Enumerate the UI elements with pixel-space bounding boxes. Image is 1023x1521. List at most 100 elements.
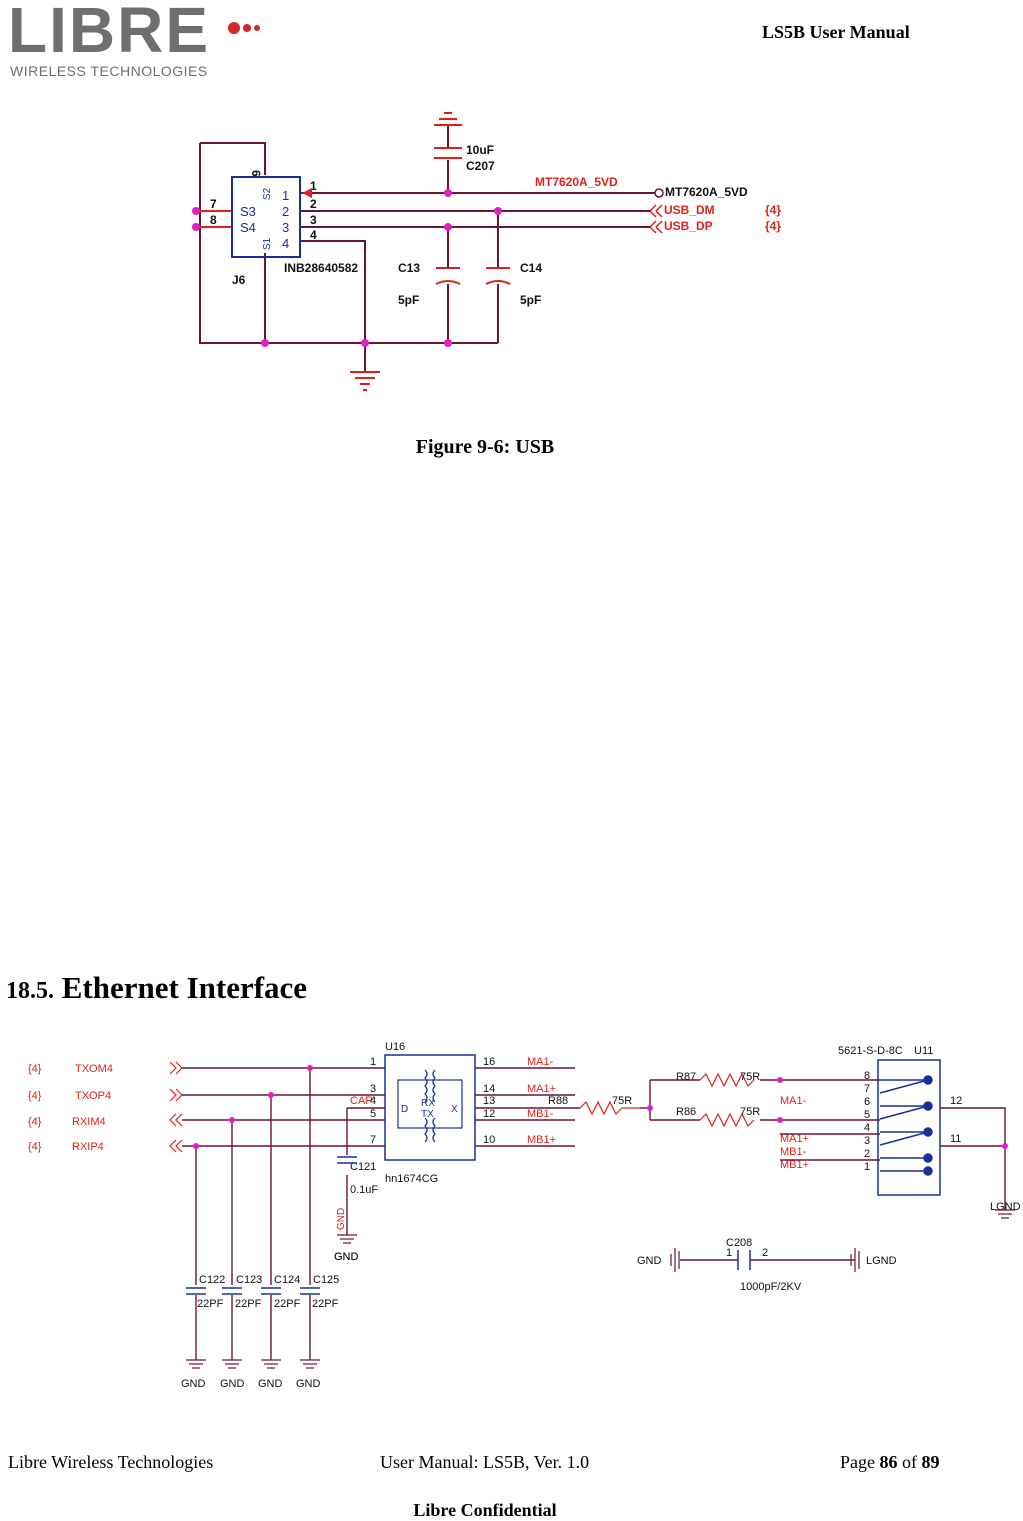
- c125-ref: C125: [313, 1274, 339, 1286]
- footer-page-of: of: [897, 1452, 922, 1472]
- u11-pin-7: 7: [864, 1083, 870, 1095]
- u11-pin-12: 12: [950, 1095, 962, 1107]
- ethernet-schematic: {4} {4} {4} {4} TXOM4 TXOP4 RXIM4 RXIP4: [0, 1030, 1023, 1400]
- footer-document: User Manual: LS5B, Ver. 1.0: [380, 1452, 590, 1472]
- gnd-c125: GND: [296, 1378, 321, 1390]
- cap-net-label: CAP: [350, 1095, 373, 1107]
- footer-page: Page 86 of 89: [840, 1452, 940, 1473]
- wire-pin-1: 1: [310, 179, 317, 193]
- shield-label-s2: S2: [262, 187, 273, 200]
- sheet-ref-2: {4}: [28, 1090, 42, 1102]
- u11-pin-8: 8: [864, 1070, 870, 1082]
- c13-ref: C13: [398, 261, 420, 275]
- u11-lgnd-label: LGND: [990, 1201, 1021, 1213]
- connector-pin-1: 1: [282, 188, 289, 203]
- c14-value: 5pF: [520, 293, 541, 307]
- net-rxip4: RXIP4: [72, 1141, 104, 1153]
- footer-company: Libre Wireless Technologies: [8, 1452, 214, 1472]
- xfmr-tx: TX: [421, 1109, 434, 1120]
- c122-ref: C122: [199, 1274, 225, 1286]
- u16-pin-13: 13: [483, 1095, 495, 1107]
- shield-label-s3: S3: [240, 204, 256, 219]
- u16-pin-3: 3: [370, 1083, 376, 1095]
- u16-pin-10: 10: [483, 1134, 495, 1146]
- r86-ref: R86: [676, 1106, 696, 1118]
- u11-ref: U11: [914, 1045, 933, 1057]
- c121-gnd-label: GND: [334, 1251, 359, 1263]
- c121-gnd-side: GND: [334, 1251, 359, 1263]
- u16-part: hn1674CG: [385, 1173, 438, 1185]
- c208-lgnd-label: LGND: [866, 1255, 897, 1267]
- u16-net-mb1-minus: MB1-: [527, 1108, 554, 1120]
- u11-net-mb1-minus: MB1-: [780, 1146, 807, 1158]
- c122-value: 22PF: [197, 1298, 224, 1310]
- section-title: Ethernet Interface: [61, 970, 308, 1005]
- u11-net-ma1-minus: MA1-: [780, 1095, 807, 1107]
- c123-value: 22PF: [235, 1298, 262, 1310]
- net-txom4: TXOM4: [75, 1063, 113, 1075]
- u16-pin-16: 16: [483, 1056, 495, 1068]
- connector-pin-2: 2: [282, 204, 289, 219]
- document-title: LS5B User Manual: [762, 22, 910, 42]
- c124-value: 22PF: [274, 1298, 301, 1310]
- c207-value: 10uF: [466, 143, 494, 157]
- u11-pin-2: 2: [864, 1148, 870, 1160]
- c208-pin-2: 2: [762, 1247, 768, 1259]
- c121-ref: C121: [350, 1161, 376, 1173]
- c125-value: 22PF: [312, 1298, 339, 1310]
- u11-net-mb1-plus: MB1+: [780, 1159, 809, 1171]
- gnd-c123: GND: [220, 1378, 245, 1390]
- r87-value: 75R: [740, 1071, 760, 1083]
- net-label-usb-dp: USB_DP: [664, 219, 713, 233]
- u16-body: [384, 1054, 476, 1161]
- u16-pin-14: 14: [483, 1083, 495, 1095]
- u11-pin-1: 1: [864, 1161, 870, 1173]
- xfmr-d: D: [401, 1104, 408, 1115]
- net-label-5vd: MT7620A_5VD: [535, 175, 618, 189]
- logo-tagline: WIRELESS TECHNOLOGIES: [10, 63, 208, 79]
- sheet-ref-3: {4}: [28, 1116, 42, 1128]
- r87-ref: R87: [676, 1071, 696, 1083]
- u16-ref: U16: [385, 1041, 405, 1053]
- r88-ref: R88: [548, 1095, 568, 1107]
- xfmr-rx: RX: [421, 1098, 435, 1109]
- c208-value: 1000pF/2KV: [740, 1281, 802, 1293]
- sheet-ref-4: {4}: [28, 1141, 42, 1153]
- footer-page-prefix: Page: [840, 1452, 880, 1472]
- c208-gnd-label: GND: [637, 1255, 662, 1267]
- connector-pin-3: 3: [282, 220, 289, 235]
- section-number: 18.5.: [6, 978, 54, 1004]
- c14-ref: C14: [520, 261, 542, 275]
- c121-gnd-net: GND: [336, 1208, 347, 1230]
- c123-ref: C123: [236, 1274, 262, 1286]
- c124-ref: C124: [274, 1274, 300, 1286]
- footer-page-number: 86: [879, 1452, 898, 1472]
- u16-pin-7: 7: [370, 1134, 376, 1146]
- connector-ref: J6: [232, 273, 246, 287]
- company-logo: LIBRE WIRELESS TECHNOLOGIES: [6, 0, 266, 80]
- u11-net-ma1-plus: MA1+: [780, 1133, 809, 1145]
- shield-pin-8: 8: [210, 213, 217, 227]
- u16-pin-12: 12: [483, 1108, 495, 1120]
- sheet-ref-1: {4}: [28, 1063, 42, 1075]
- net-port-5vd: MT7620A_5VD: [665, 185, 748, 199]
- shield-pin-7: 7: [210, 197, 217, 211]
- sheet-ref-dm: {4}: [765, 203, 781, 217]
- net-txop4: TXOP4: [75, 1090, 111, 1102]
- ethernet-schematic-drawing: {4} {4} {4} {4} TXOM4 TXOP4 RXIM4 RXIP4: [28, 1041, 1021, 1390]
- logo-dot-3: [254, 25, 260, 31]
- r86-value: 75R: [740, 1106, 760, 1118]
- section-heading: 18.5. Ethernet Interface: [6, 970, 307, 1006]
- u16-pin-5: 5: [370, 1108, 376, 1120]
- usb-schematic-drawing: S3 S4 1 2 3 4 S2 S1 6 7 8 1 2 3 4 J6 INB…: [192, 112, 781, 391]
- usb-connector-body: [231, 176, 301, 258]
- u11-part: 5621-S-D-8C: [838, 1045, 903, 1057]
- u16-pin-1: 1: [370, 1056, 376, 1068]
- shield-pin-6: 6: [249, 170, 263, 177]
- u16-net-ma1-plus: MA1+: [527, 1083, 556, 1095]
- net-label-usb-dm: USB_DM: [664, 203, 715, 217]
- logo-word: LIBRE: [8, 0, 210, 66]
- usb-schematic: S3 S4 1 2 3 4 S2 S1 6 7 8 1 2 3 4 J6 INB…: [0, 100, 1023, 410]
- u11-pin-5: 5: [864, 1109, 870, 1121]
- u11-pin-4: 4: [864, 1122, 870, 1134]
